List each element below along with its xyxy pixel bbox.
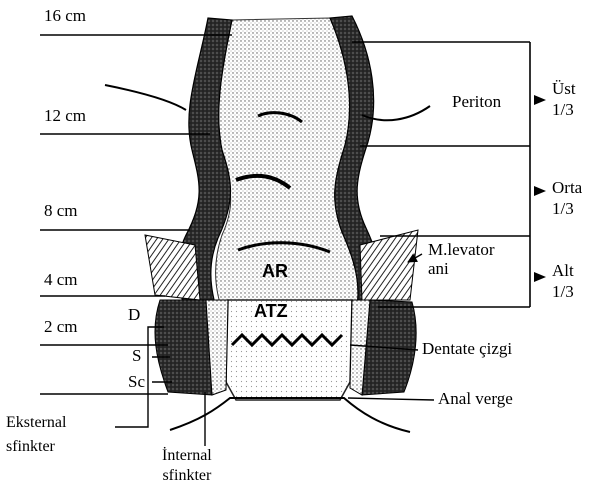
- upper-third-fraction: 1/3: [552, 101, 576, 118]
- internal-sphincter-line1: İnternal: [162, 448, 212, 464]
- levator-ani-label: M.levator ani: [428, 241, 495, 277]
- depth-label-4: 4 cm: [44, 271, 78, 288]
- levator-ani-line2: ani: [428, 260, 495, 277]
- anal-canal: [226, 300, 352, 400]
- depth-label-12: 12 cm: [44, 107, 86, 124]
- external-sphincter-label: Eksternal sfinkter: [6, 415, 66, 455]
- deep-part-label: D: [128, 306, 140, 323]
- internal-sphincter-line2: sfinkter: [162, 468, 212, 484]
- levator-ani-line1: M.levator: [428, 241, 495, 258]
- lower-third-label: Alt 1/3: [552, 262, 574, 300]
- depth-label-16: 16 cm: [44, 7, 86, 24]
- upper-third-label: Üst 1/3: [552, 80, 576, 118]
- depth-label-8: 8 cm: [44, 202, 78, 219]
- subcutaneous-part-label: Sc: [128, 373, 145, 390]
- rectum-illustration: [105, 16, 430, 432]
- external-sphincter-left: [155, 300, 212, 395]
- anal-verge-leader: [348, 398, 434, 400]
- lower-third-name: Alt: [552, 262, 574, 279]
- middle-third-name: Orta: [552, 179, 582, 196]
- periton-reflection-left: [105, 85, 186, 110]
- external-sphincter-line2: sfinkter: [6, 439, 66, 455]
- ar-label: AR: [262, 262, 288, 280]
- external-sphincter-line1: Eksternal: [6, 415, 66, 431]
- atz-label: ATZ: [254, 302, 288, 320]
- levator-ani-left: [145, 235, 200, 300]
- internal-sphincter-label: İnternal sfinkter: [162, 448, 212, 484]
- superficial-part-label: S: [132, 347, 141, 364]
- upper-third-arrowhead: [534, 95, 546, 105]
- periton-label: Periton: [452, 93, 501, 110]
- middle-third-fraction: 1/3: [552, 200, 582, 217]
- upper-third-name: Üst: [552, 80, 576, 97]
- middle-third-label: Orta 1/3: [552, 179, 582, 217]
- dentate-line-label: Dentate çizgi: [422, 340, 512, 357]
- anal-verge-label: Anal verge: [438, 390, 513, 407]
- lower-third-fraction: 1/3: [552, 283, 574, 300]
- perineal-skin: [170, 398, 410, 432]
- lower-third-arrowhead: [534, 272, 546, 282]
- middle-third-arrowhead: [534, 186, 546, 196]
- depth-label-2: 2 cm: [44, 318, 78, 335]
